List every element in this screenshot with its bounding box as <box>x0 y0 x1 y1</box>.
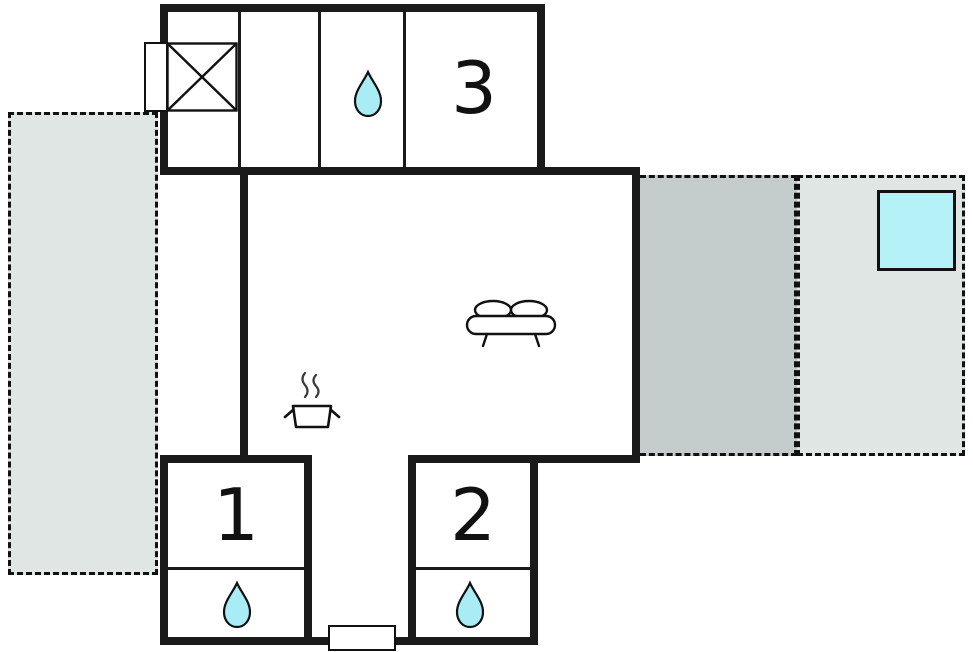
stove-pot-icon <box>283 371 341 429</box>
shower-icon <box>166 42 238 112</box>
water-drop-icon-room2 <box>455 580 485 629</box>
pool-icon <box>877 190 956 271</box>
interior-wall-top-2 <box>318 12 321 167</box>
water-drop-icon-room1 <box>222 580 252 629</box>
window-icon <box>144 42 168 112</box>
water-drop-icon-top <box>353 69 383 118</box>
door-icon <box>328 625 396 651</box>
room-2-label: 2 <box>450 473 496 557</box>
terrace-right-covered <box>640 175 797 456</box>
terrace-left <box>8 112 158 575</box>
interior-wall-room1 <box>165 567 309 570</box>
interior-wall-room2 <box>413 567 535 570</box>
interior-wall-top-3 <box>403 12 406 167</box>
room-3-label: 3 <box>451 46 497 130</box>
interior-wall-top-1 <box>238 12 241 167</box>
sofa-icon <box>465 299 557 348</box>
room-1-label: 1 <box>213 473 259 557</box>
wall-living-bottom-right <box>538 455 640 463</box>
